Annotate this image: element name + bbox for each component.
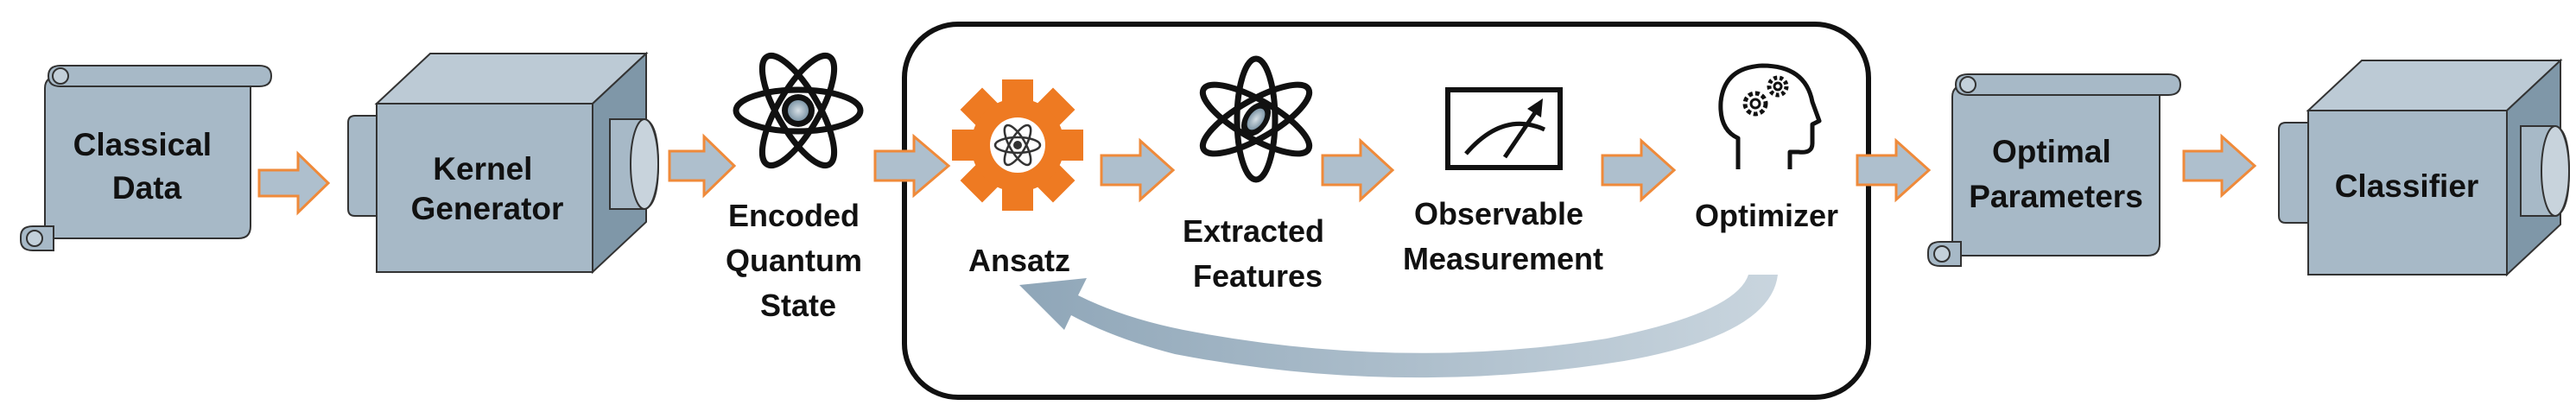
- optimal-parameters-line1: Optimal: [1992, 134, 2111, 169]
- classifier-cube-icon: [2278, 58, 2571, 277]
- kernel-generator-line2: Generator: [411, 191, 564, 226]
- ansatz-line1: Ansatz: [968, 243, 1070, 278]
- encoded-state-line1: Encoded: [728, 198, 860, 233]
- observable-measurement-label: Observable Measurement: [1403, 196, 1603, 276]
- encoded-state-line3: State: [760, 288, 836, 323]
- flow-arrow-8: [2182, 133, 2257, 199]
- extracted-features-atom-icon: [1199, 55, 1313, 183]
- flow-arrow-7: [1856, 137, 1932, 203]
- ansatz-label: Ansatz: [968, 243, 1070, 278]
- optimal-parameters-scroll-icon: [1927, 73, 2182, 267]
- encoded-state-label: Encoded Quantum State: [726, 198, 871, 323]
- flow-arrow-3: [873, 133, 951, 199]
- optimizer-label: Optimizer: [1695, 198, 1838, 233]
- flow-arrow-2: [668, 133, 737, 199]
- flow-arrow-1: [257, 150, 331, 216]
- classical-data-label: Classical Data: [73, 127, 221, 206]
- classical-data-scroll-icon: [20, 65, 273, 251]
- optimizer-head-gears-icon: [1718, 63, 1822, 169]
- extracted-features-line2: Features: [1193, 258, 1323, 294]
- optimal-parameters-label: Optimal Parameters: [1969, 134, 2143, 214]
- kernel-generator-cube-icon: [347, 51, 660, 275]
- flow-arrow-5: [1321, 137, 1395, 203]
- kernel-generator-line1: Kernel: [433, 151, 532, 187]
- classical-data-line2: Data: [112, 170, 182, 206]
- process-loop-box: [902, 22, 1871, 400]
- observable-measurement-line1: Observable: [1414, 196, 1583, 231]
- feedback-arrow: [1019, 275, 1778, 378]
- observable-measurement-line2: Measurement: [1403, 241, 1603, 276]
- optimal-parameters-line2: Parameters: [1969, 179, 2143, 214]
- flow-arrow-4: [1100, 137, 1176, 203]
- kernel-generator-label: Kernel Generator: [411, 151, 564, 226]
- observable-measurement-meter-icon: [1445, 87, 1563, 170]
- encoded-state-line2: Quantum: [726, 243, 862, 278]
- classifier-line1: Classifier: [2335, 168, 2479, 204]
- optimizer-line1: Optimizer: [1695, 198, 1838, 233]
- encoded-state-atom-icon: [733, 53, 864, 168]
- flow-arrow-6: [1601, 137, 1677, 203]
- classifier-label: Classifier: [2335, 168, 2479, 204]
- ansatz-gear-icon: [952, 79, 1083, 211]
- extracted-features-label: Extracted Features: [1183, 213, 1333, 294]
- extracted-features-line1: Extracted: [1183, 213, 1324, 249]
- classical-data-line1: Classical: [73, 127, 212, 162]
